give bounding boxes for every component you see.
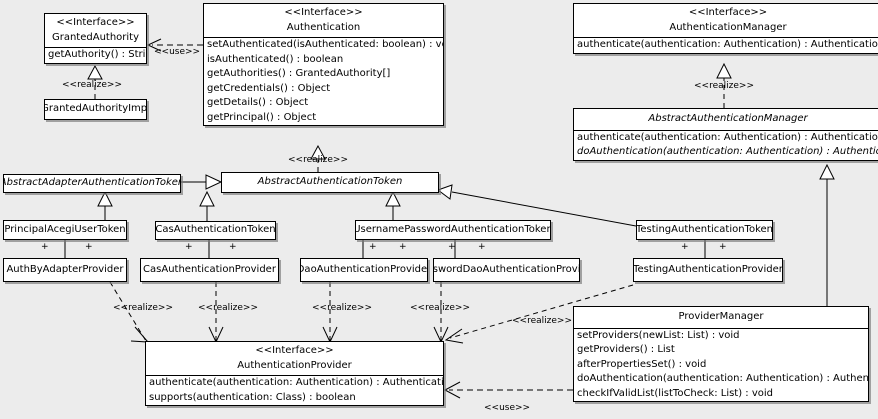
authentication-provider-operations: authenticate(authentication: Authenticat… xyxy=(146,376,443,405)
authentication-provider-stereotype: <<Interface>> xyxy=(255,345,334,356)
class-authentication-provider[interactable]: <<Interface>> AuthenticationProvider aut… xyxy=(145,341,444,406)
plus-marker: + xyxy=(448,242,456,252)
operation: getCredentials() : Object xyxy=(207,82,331,94)
authentication-manager-name: AuthenticationManager xyxy=(669,21,787,33)
plus-marker: + xyxy=(719,242,727,252)
abstract-authentication-manager-name: AbstractAuthenticationManager xyxy=(648,113,808,124)
plus-marker: + xyxy=(185,242,193,252)
label-realize-cas-provider: <<realize>> xyxy=(198,303,258,313)
operation: getPrincipal() : Object xyxy=(207,111,317,123)
abstract-authentication-manager-operations: authenticate(authentication: Authenticat… xyxy=(574,131,878,160)
class-dao-authentication-provider[interactable]: DaoAuthenticationProvider xyxy=(300,258,428,282)
class-cas-authentication-provider[interactable]: CasAuthenticationProvider xyxy=(140,258,279,282)
dao-authentication-provider-name: DaoAuthenticationProvider xyxy=(300,263,428,275)
username-password-authentication-token-name: UsernamePasswordAuthenticationToken xyxy=(355,223,551,235)
class-testing-authentication-token[interactable]: TestingAuthenticationToken xyxy=(636,220,773,240)
class-abstract-adapter-authentication-token[interactable]: AbstractAdapterAuthenticationToken xyxy=(3,174,181,193)
plus-marker: + xyxy=(229,242,237,252)
class-abstract-authentication-manager[interactable]: AbstractAuthenticationManager authentica… xyxy=(573,108,878,161)
divider xyxy=(146,375,443,376)
testing-authentication-token-name: TestingAuthenticationToken xyxy=(636,223,773,235)
divider xyxy=(574,129,878,131)
operation: authenticate(authentication: Authenticat… xyxy=(149,377,444,388)
operation: getProviders() : List xyxy=(577,344,675,355)
class-authentication[interactable]: <<Interface>> Authentication setAuthenti… xyxy=(203,3,444,126)
password-dao-authentication-provider-name: PasswordDaoAuthenticationProvider xyxy=(433,263,580,275)
auth-by-adapter-provider-name: AuthByAdapterProvider xyxy=(6,263,124,275)
class-auth-by-adapter-provider[interactable]: AuthByAdapterProvider xyxy=(3,258,127,282)
authentication-operations: setAuthenticated(isAuthenticated: boolea… xyxy=(204,38,443,125)
operation: afterPropertiesSet() : void xyxy=(577,358,707,370)
operation: checkIfValidList(listToCheck: List) : vo… xyxy=(577,387,774,399)
plus-marker: + xyxy=(399,242,407,252)
class-cas-authentication-token[interactable]: CasAuthenticationToken xyxy=(155,221,276,240)
plus-marker: + xyxy=(85,242,93,252)
class-granted-authority[interactable]: <<Interface>> GrantedAuthority getAuthor… xyxy=(44,13,147,64)
class-username-password-authentication-token[interactable]: UsernamePasswordAuthenticationToken xyxy=(355,220,551,240)
divider xyxy=(574,37,878,38)
divider xyxy=(45,47,146,48)
class-testing-authentication-provider[interactable]: TestingAuthenticationProvider xyxy=(633,258,783,282)
principal-acegi-user-token-name: PrincipalAcegiUserToken xyxy=(4,223,126,235)
operation: supports(authentication: Class) : boolea… xyxy=(149,391,356,403)
abstract-adapter-authentication-token-name: AbstractAdapterAuthenticationToken xyxy=(3,177,181,189)
operation: setProviders(newList: List) : void xyxy=(577,329,740,341)
label-use-provider-manager: <<use>> xyxy=(484,403,531,413)
operation: authenticate(authentication: Authenticat… xyxy=(577,131,878,143)
authentication-provider-name: AuthenticationProvider xyxy=(237,359,352,371)
operation: doAuthentication(authentication: Authent… xyxy=(577,146,878,157)
operation: getAuthority() : String xyxy=(48,49,146,60)
label-use-granted-authority: <<use>> xyxy=(154,47,201,57)
operation: setAuthenticated(isAuthenticated: boolea… xyxy=(207,39,444,50)
granted-authority-stereotype: <<Interface>> xyxy=(56,17,135,28)
provider-manager-operations: setProviders(newList: List) : void getPr… xyxy=(574,329,868,402)
testing-authentication-provider-name: TestingAuthenticationProvider xyxy=(633,263,783,275)
plus-marker: + xyxy=(681,242,689,252)
plus-marker: + xyxy=(369,242,377,252)
label-realize-dao-provider: <<realize>> xyxy=(312,303,372,313)
authentication-stereotype: <<Interface>> xyxy=(284,7,363,18)
authentication-name: Authentication xyxy=(286,21,361,33)
class-provider-manager[interactable]: ProviderManager setProviders(newList: Li… xyxy=(573,306,869,402)
operation: getDetails() : Object xyxy=(207,97,309,108)
cas-authentication-provider-name: CasAuthenticationProvider xyxy=(143,263,276,275)
class-granted-authority-impl[interactable]: GrantedAuthorityImpl xyxy=(44,99,147,120)
label-realize-authentication-token: <<realize>> xyxy=(288,155,348,165)
provider-manager-name: ProviderManager xyxy=(678,311,764,322)
label-realize-auth-by-adapter: <<realize>> xyxy=(113,303,173,313)
cas-authentication-token-name: CasAuthenticationToken xyxy=(155,224,276,236)
granted-authority-name: GrantedAuthority xyxy=(51,31,140,43)
class-abstract-authentication-token[interactable]: AbstractAuthenticationToken xyxy=(221,172,439,193)
operation: isAuthenticated() : boolean xyxy=(207,53,344,65)
label-realize-password-dao-provider: <<realize>> xyxy=(410,303,470,313)
label-realize-testing-provider: <<realize>> xyxy=(512,316,572,326)
authentication-manager-stereotype: <<Interface>> xyxy=(688,7,768,18)
divider xyxy=(574,327,868,329)
operation: authenticate(authentication: Authenticat… xyxy=(577,39,878,50)
label-realize-abstract-auth-manager: <<realize>> xyxy=(694,81,754,91)
class-authentication-manager[interactable]: <<Interface>> AuthenticationManager auth… xyxy=(573,3,878,54)
authentication-manager-operations: authenticate(authentication: Authenticat… xyxy=(574,38,878,53)
plus-marker: + xyxy=(41,242,49,252)
granted-authority-impl-name: GrantedAuthorityImpl xyxy=(44,103,147,115)
operation: getAuthorities() : GrantedAuthority[] xyxy=(207,68,391,79)
class-principal-acegi-user-token[interactable]: PrincipalAcegiUserToken xyxy=(3,220,127,240)
class-password-dao-authentication-provider[interactable]: PasswordDaoAuthenticationProvider xyxy=(433,258,580,282)
plus-marker: + xyxy=(478,242,486,252)
label-realize-granted-authority-impl: <<realize>> xyxy=(62,80,122,90)
abstract-authentication-token-name: AbstractAuthenticationToken xyxy=(257,176,403,188)
divider xyxy=(204,37,443,38)
operation: doAuthentication(authentication: Authent… xyxy=(577,373,869,384)
granted-authority-operations: getAuthority() : String xyxy=(45,48,146,63)
